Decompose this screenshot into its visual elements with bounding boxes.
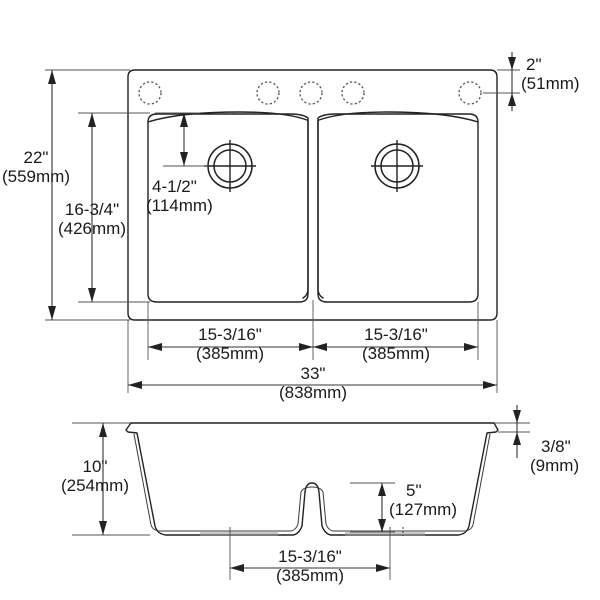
- right-bowl-top-curve: [318, 111, 479, 123]
- center-divider-right-edge: [317, 119, 324, 299]
- faucet-hole-4: [341, 81, 365, 105]
- rear-ledge-imperial: 2": [526, 55, 542, 74]
- right-bowl-width-imperial: 15-3/16": [364, 325, 428, 344]
- front-section-view: 10" (254mm) 3/8" (9mm) 5" (127mm): [61, 405, 579, 585]
- bowl-depth-imperial: 10": [83, 457, 108, 476]
- rim-thickness-imperial: 3/8": [541, 437, 571, 456]
- bowl-height-imperial: 16-3/4": [65, 200, 119, 219]
- section-center-divider: [304, 482, 340, 536]
- section-bowl-width-metric: (385mm): [276, 566, 344, 585]
- dimension-drain-offset: 4-1/2" (114mm): [146, 112, 213, 215]
- rear-ledge-metric: (51mm): [521, 74, 580, 93]
- section-bowl-width-imperial: 15-3/16": [278, 547, 342, 566]
- left-drain: [204, 140, 256, 192]
- section-center-divider-inner: [300, 486, 339, 532]
- overall-width-metric: (838mm): [279, 383, 347, 402]
- left-drain-pad-shading: [200, 531, 278, 536]
- drain-offset-imperial: 4-1/2": [152, 177, 197, 196]
- right-drain: [371, 140, 423, 192]
- overall-height-metric: (559mm): [2, 167, 70, 186]
- dimension-section-bowl-width: 15-3/16" (385mm): [229, 527, 391, 585]
- bowl-height-metric: (426mm): [58, 219, 126, 238]
- faucet-hole-5: [458, 81, 482, 105]
- top-view: 22" (559mm) 16-3/4" (426mm) 2" (51mm): [2, 52, 580, 402]
- dimension-divider-height: 5" (127mm): [350, 481, 457, 533]
- dimension-rear-ledge: 2" (51mm): [483, 52, 580, 111]
- dimension-right-bowl-width: 15-3/16" (385mm): [313, 302, 479, 363]
- drain-offset-metric: (114mm): [146, 196, 213, 215]
- faucet-hole-3: [299, 81, 323, 105]
- center-divider-left-edge: [302, 119, 309, 299]
- divider-height-metric: (127mm): [389, 500, 457, 519]
- section-left-bowl-bottom-inner: [285, 491, 302, 532]
- dimension-left-bowl-width: 15-3/16" (385mm): [147, 300, 314, 363]
- dimension-bowl-height: 16-3/4" (426mm): [58, 112, 150, 303]
- right-bowl-width-metric: (385mm): [362, 344, 430, 363]
- divider-height-imperial: 5": [406, 481, 422, 500]
- left-bowl-width-imperial: 15-3/16": [198, 325, 262, 344]
- dimension-rim-thickness: 3/8" (9mm): [494, 405, 579, 475]
- rim-thickness-metric: (9mm): [530, 456, 579, 475]
- right-bowl-outline: [317, 113, 479, 303]
- section-left-wall-inner: [133, 433, 285, 532]
- bowl-depth-metric: (254mm): [61, 476, 129, 495]
- overall-width-imperial: 33": [301, 364, 326, 383]
- overall-height-imperial: 22": [24, 148, 49, 167]
- dimension-bowl-depth: 10" (254mm): [61, 422, 150, 536]
- faucet-hole-2: [256, 81, 280, 105]
- dimension-overall-height: 22" (559mm): [2, 69, 130, 321]
- dimension-overall-width: 33" (838mm): [127, 320, 498, 402]
- section-right-wall-inner: [339, 433, 491, 532]
- faucet-hole-1: [138, 81, 162, 105]
- section-left-bowl-bottom: [284, 491, 306, 536]
- sink-deck-outline: [127, 69, 498, 321]
- left-bowl-width-metric: (385mm): [196, 344, 264, 363]
- left-bowl-top-curve: [147, 111, 308, 123]
